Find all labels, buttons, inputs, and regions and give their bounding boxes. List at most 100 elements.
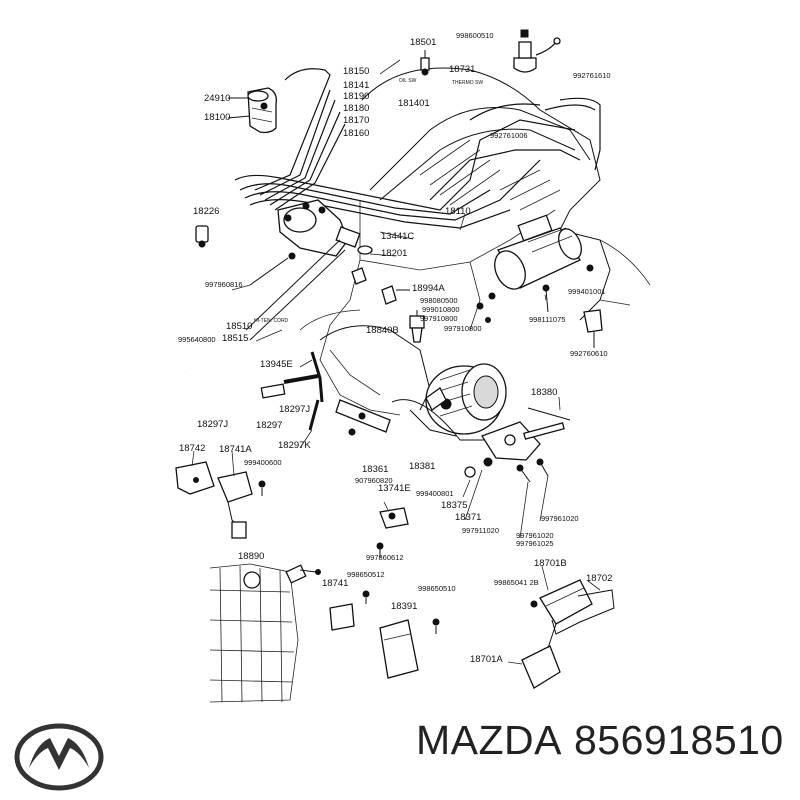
- part-label: OIL SW: [399, 78, 417, 84]
- part-label: 907960820: [355, 476, 393, 485]
- part-label: 18297J: [279, 404, 310, 415]
- part-label: 18391: [391, 601, 417, 612]
- alternator-bracket-18371: [464, 407, 571, 483]
- clip-992760610: [583, 309, 603, 348]
- part-label: 992760610: [570, 349, 608, 358]
- oil-switch-18501: [420, 50, 430, 76]
- part-label: 18141: [343, 80, 369, 91]
- part-label: THERMO SW: [452, 80, 483, 86]
- adjust-bar-18361: [335, 399, 391, 436]
- thermo-sensor-18890: [285, 564, 321, 584]
- part-label: 13741E: [378, 483, 411, 494]
- leader-lines: [191, 59, 601, 665]
- relay-18741: [329, 590, 370, 631]
- unit-18701a: [521, 623, 561, 689]
- part-label: 999401001: [568, 287, 606, 296]
- part-label: 997860612: [366, 553, 404, 562]
- part-label: 999400801: [416, 489, 454, 498]
- condenser-18226: [195, 225, 209, 248]
- part-label: 18994A: [412, 283, 445, 294]
- part-label: 18840B: [366, 325, 399, 336]
- belt-18381: [391, 399, 500, 441]
- part-label: 998650510: [418, 584, 456, 593]
- part-label: 18170: [343, 115, 369, 126]
- part-label: 18180: [343, 103, 369, 114]
- part-label: 24910: [204, 93, 230, 104]
- part-label: 18742: [179, 443, 205, 454]
- part-label: 18380: [531, 387, 557, 398]
- spark-plug-wires: [234, 68, 601, 229]
- part-label: 18731: [449, 64, 475, 75]
- part-label: 18515: [222, 333, 248, 344]
- sensor-13741e: [376, 507, 409, 558]
- part-label: 997961025: [516, 539, 554, 548]
- part-label: 997960816: [205, 280, 243, 289]
- part-label: 18701B: [534, 558, 567, 569]
- part-label: 18375: [441, 500, 467, 511]
- part-label: 18741: [322, 578, 348, 589]
- brand-name: MAZDA: [416, 717, 562, 763]
- part-label: 18190: [343, 91, 369, 102]
- part-label: 18110: [445, 206, 471, 217]
- part-label: 992761610: [573, 71, 611, 80]
- part-label: 99865041 2B: [494, 578, 539, 587]
- mazda-logo-icon: [14, 723, 104, 791]
- part-label: 18741A: [219, 444, 252, 455]
- ignitor-18741a: [217, 471, 266, 539]
- part-number: 856918510: [574, 717, 784, 763]
- part-label: 997911020: [462, 526, 499, 535]
- brand-part-number: MAZDA 856918510: [416, 717, 796, 764]
- part-label: 13441C: [381, 231, 414, 242]
- part-label: 18201: [381, 248, 407, 259]
- part-label: 999010800: [422, 305, 460, 314]
- part-label: 18702: [586, 573, 612, 584]
- part-label: 998111075: [529, 315, 565, 324]
- ignition-coil-18100: [227, 87, 277, 134]
- part-label: 997961020: [541, 514, 579, 523]
- part-label: 18361: [362, 464, 388, 475]
- bracket-18994a: [351, 267, 496, 323]
- part-label: 995640800: [178, 335, 216, 344]
- part-label: 18100: [204, 112, 230, 123]
- distributor-18201: [277, 199, 373, 257]
- bolt-998111075: [542, 284, 550, 313]
- bracket-18702: [551, 589, 615, 635]
- part-label: 18510: [226, 321, 252, 332]
- part-label: 18501: [410, 37, 436, 48]
- vacuum-hose-18297: [184, 351, 324, 431]
- part-label: 18297J: [197, 419, 228, 430]
- part-label: 18297: [256, 420, 282, 431]
- part-label: 997910800: [420, 314, 458, 323]
- part-label: 997910800: [444, 324, 482, 333]
- part-label: 992761006: [490, 131, 528, 140]
- alternator-18381: [409, 363, 507, 437]
- part-label: 18371: [455, 512, 481, 523]
- engine-block: [299, 67, 651, 416]
- part-label: 18160: [343, 128, 369, 139]
- part-label: 998080500: [420, 296, 458, 305]
- high-tension-cord-18510: [245, 239, 346, 341]
- sender-18840b: [409, 310, 425, 343]
- part-label: 18381: [409, 461, 435, 472]
- part-label: 18701A: [470, 654, 503, 665]
- part-label: 999400600: [244, 458, 282, 467]
- screw-997960816: [249, 252, 296, 286]
- regulator-18391: [379, 618, 440, 679]
- part-label: HI-TEN. CORD: [254, 318, 289, 324]
- part-label: 18297K: [278, 440, 311, 451]
- part-label: 998650512: [347, 570, 385, 579]
- part-label: 998600510: [456, 31, 494, 40]
- part-label: 18226: [193, 206, 219, 217]
- part-label: 181401: [398, 98, 430, 109]
- thermo-switch-18731: [513, 29, 561, 73]
- part-label: 18150: [343, 66, 369, 77]
- part-label: 13945E: [260, 359, 293, 370]
- part-label: 18890: [238, 551, 264, 562]
- plate-18742: [175, 461, 215, 495]
- part-label: 997961020: [516, 531, 554, 540]
- starter-motor: [494, 214, 594, 290]
- radiator: [209, 563, 299, 703]
- control-unit-18701b: [530, 579, 593, 625]
